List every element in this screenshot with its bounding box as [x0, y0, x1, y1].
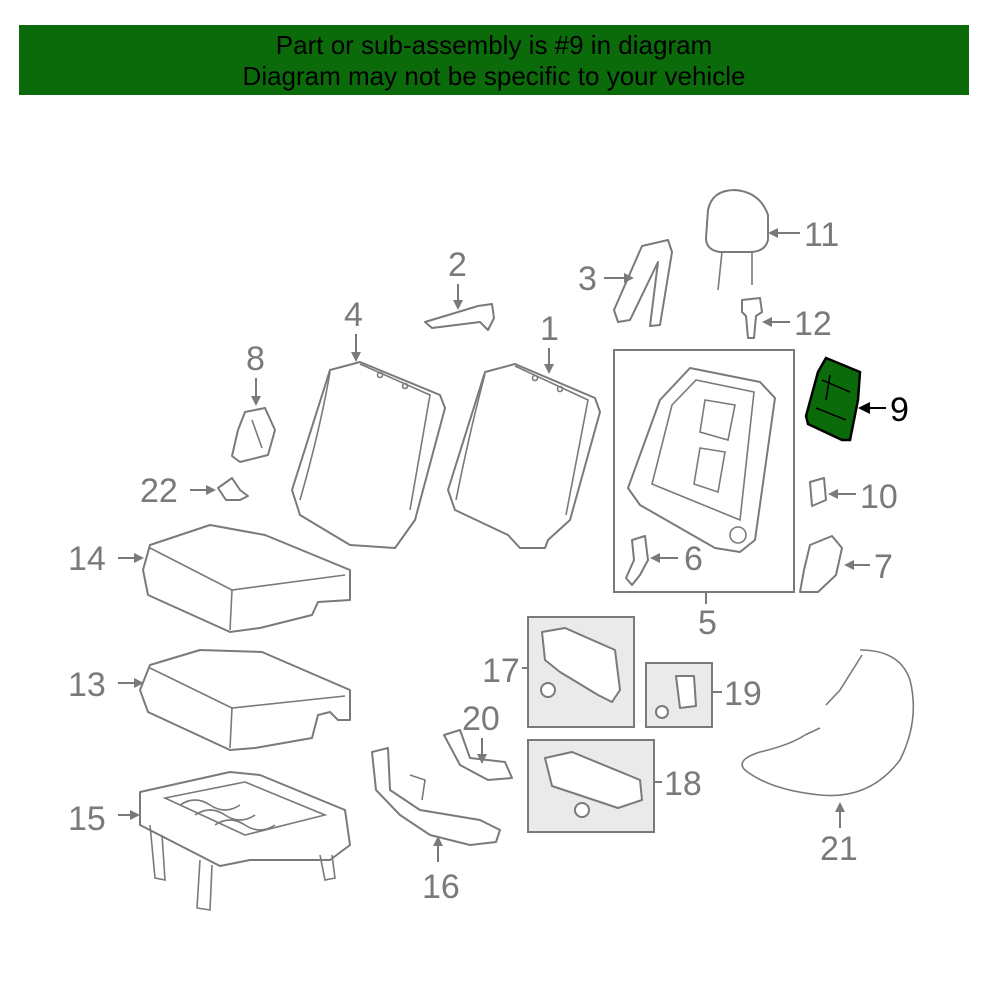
callout-2: 2 — [448, 246, 467, 284]
callout-13: 13 — [68, 666, 106, 704]
callout-10: 10 — [860, 478, 898, 516]
callout-9: 9 — [890, 391, 909, 429]
callout-19: 19 — [724, 675, 762, 713]
part-11-headrest[interactable] — [705, 189, 769, 291]
part-9-seatback-panel-highlighted[interactable] — [804, 356, 862, 442]
part-17-cover[interactable] — [540, 627, 621, 703]
callout-5: 5 — [698, 604, 717, 642]
callout-14: 14 — [68, 540, 106, 578]
part-14-cushion-cover[interactable] — [142, 524, 351, 633]
notice-banner: Part or sub-assembly is #9 in diagram Di… — [19, 25, 969, 95]
part-21-cable[interactable] — [741, 649, 915, 797]
callout-1: 1 — [540, 310, 559, 348]
callout-6: 6 — [684, 540, 703, 578]
part-22-clip[interactable] — [217, 477, 249, 501]
part-18-cover[interactable] — [544, 751, 643, 818]
part-12-guide[interactable] — [741, 297, 763, 339]
part-2-bracket[interactable] — [424, 303, 495, 331]
callout-17: 17 — [482, 652, 520, 690]
callout-11: 11 — [804, 216, 839, 254]
part-5-seatback-frame[interactable] — [627, 367, 776, 553]
part-4-seatback[interactable] — [291, 361, 446, 549]
callout-18: 18 — [664, 765, 702, 803]
part-20-bracket[interactable] — [443, 729, 513, 781]
part-7-side-shield[interactable] — [799, 535, 843, 593]
part-16-rail[interactable] — [371, 747, 501, 846]
part-8-hinge-cover[interactable] — [231, 407, 276, 463]
part-13-cushion-pad[interactable] — [139, 649, 351, 751]
banner-line-1: Part or sub-assembly is #9 in diagram — [275, 30, 713, 60]
part-1-seatback[interactable] — [447, 363, 601, 549]
part-10-cover[interactable] — [809, 477, 827, 507]
callout-21: 21 — [820, 830, 858, 868]
callout-20: 20 — [462, 700, 500, 738]
callout-3: 3 — [578, 260, 597, 298]
callout-4: 4 — [344, 296, 363, 334]
callout-12: 12 — [794, 305, 832, 343]
part-19-cover[interactable] — [655, 675, 697, 719]
callout-8: 8 — [246, 340, 265, 378]
callout-16: 16 — [422, 868, 460, 906]
banner-line-2: Diagram may not be specific to your vehi… — [242, 61, 746, 91]
callout-7: 7 — [874, 548, 893, 586]
part-3-belt-guide[interactable] — [613, 239, 673, 327]
part-6-recliner[interactable] — [625, 535, 649, 586]
part-5-frame-box — [613, 349, 795, 593]
callout-22: 22 — [140, 472, 178, 510]
part-15-cushion-frame[interactable] — [139, 771, 351, 911]
callout-15: 15 — [68, 800, 106, 838]
